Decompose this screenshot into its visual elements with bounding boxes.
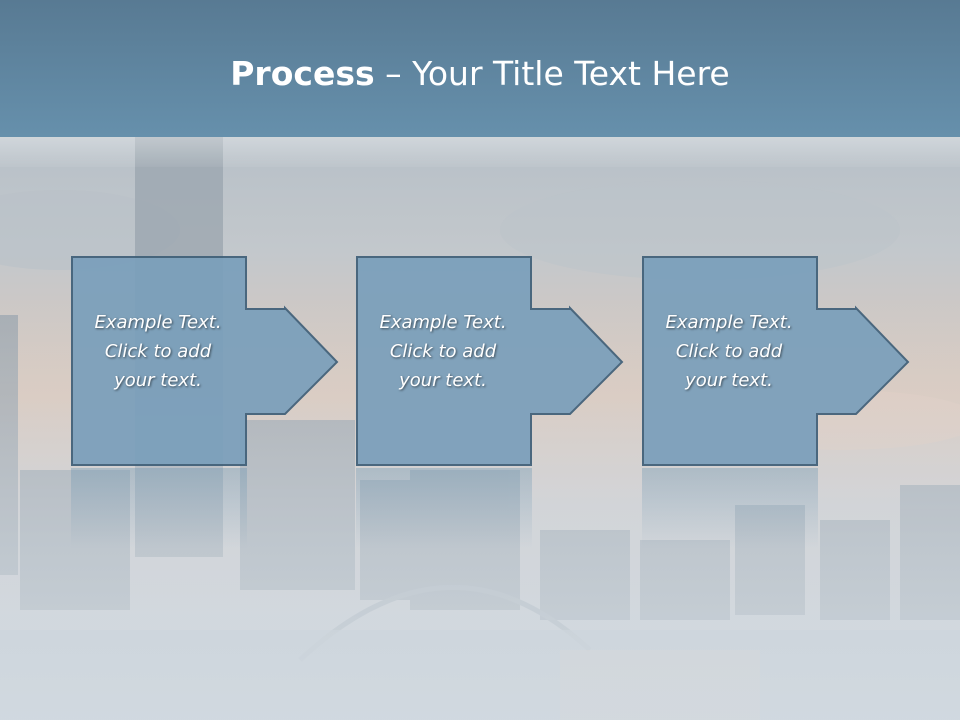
process-step-2[interactable]: Example Text. Click to add your text. <box>356 256 624 466</box>
title-band <box>0 0 960 167</box>
step-label: Example Text. Click to add your text. <box>379 312 507 391</box>
right-arrow-shape <box>642 256 910 466</box>
slide-title[interactable]: Process – Your Title Text Here <box>0 52 960 96</box>
title-rest: – Your Title Text Here <box>374 54 730 93</box>
process-step-1[interactable]: Example Text. Click to add your text. <box>71 256 339 466</box>
step-2-reflection <box>356 468 532 548</box>
step-1-reflection <box>71 468 247 548</box>
title-band-shine <box>0 137 960 167</box>
title-bold: Process <box>230 54 375 93</box>
step-3-reflection <box>642 468 818 548</box>
process-step-3[interactable]: Example Text. Click to add your text. <box>642 256 910 466</box>
right-arrow-shape <box>71 256 339 466</box>
step-label: Example Text. Click to add your text. <box>94 312 222 391</box>
right-arrow-shape <box>356 256 624 466</box>
step-label: Example Text. Click to add your text. <box>665 312 793 391</box>
